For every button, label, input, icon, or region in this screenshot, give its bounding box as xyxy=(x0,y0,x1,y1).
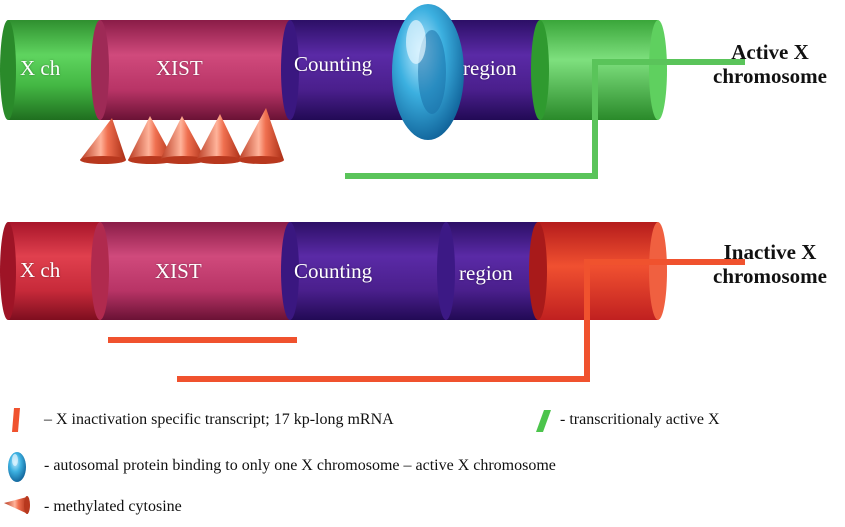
inactive-counting-segment xyxy=(290,222,450,320)
active-title-line1: Active X xyxy=(731,40,809,64)
methylation-cone-icon xyxy=(80,118,126,164)
inactive-x-chromosome xyxy=(0,222,745,382)
methylation-cones xyxy=(80,108,284,164)
legend-autosomal-protein-text: - autosomal protein binding to only one … xyxy=(44,457,556,474)
active-green-transcript-line xyxy=(345,59,745,179)
methylation-cone-icon xyxy=(238,108,284,164)
inactive-region-label: region xyxy=(459,261,513,285)
inactive-red-transcript-line xyxy=(177,259,745,382)
active-counting-label: Counting xyxy=(294,52,373,76)
inactive-chromosome-title: Inactive X chromosome xyxy=(700,240,840,288)
legend-methylated-cytosine-text: - methylated cytosine xyxy=(44,498,182,515)
inactive-region-segment xyxy=(446,222,542,320)
inactive-xist-segment xyxy=(100,222,295,320)
legend-green-transcript-text: - transcritionaly active X xyxy=(560,411,720,428)
legend xyxy=(4,408,551,514)
autosomal-protein-icon xyxy=(392,4,464,140)
active-x-chromosome xyxy=(0,4,745,179)
active-title-line2: chromosome xyxy=(713,64,827,88)
inactive-title-line2: chromosome xyxy=(713,264,827,288)
inactive-counting-label: Counting xyxy=(294,259,373,283)
active-right-cap xyxy=(649,20,667,120)
methylation-cone-icon xyxy=(160,116,206,164)
inactive-title-line1: Inactive X xyxy=(723,240,817,264)
inactive-xist-label: XIST xyxy=(155,259,202,283)
active-end-segment xyxy=(540,20,658,120)
autosomal-protein-legend-icon xyxy=(8,452,26,482)
inactive-right-cap xyxy=(649,222,667,320)
inactive-left-cap xyxy=(0,222,16,320)
active-xch-label: X ch xyxy=(20,56,61,80)
active-xist-label: XIST xyxy=(156,56,203,80)
active-chromosome-title: Active X chromosome xyxy=(700,40,840,88)
methylation-cone-icon xyxy=(196,114,242,164)
active-region-label: region xyxy=(463,56,517,80)
inactive-xch-label: X ch xyxy=(20,258,61,282)
legend-red-transcript-text: – X inactivation specific transcript; 17… xyxy=(44,411,394,428)
methylation-cone-legend-icon xyxy=(4,496,30,514)
green-transcript-icon xyxy=(536,410,551,432)
active-xist-segment xyxy=(100,20,295,120)
active-left-cap xyxy=(0,20,16,120)
red-transcript-icon xyxy=(12,408,20,432)
inactive-end-segment xyxy=(538,222,658,320)
